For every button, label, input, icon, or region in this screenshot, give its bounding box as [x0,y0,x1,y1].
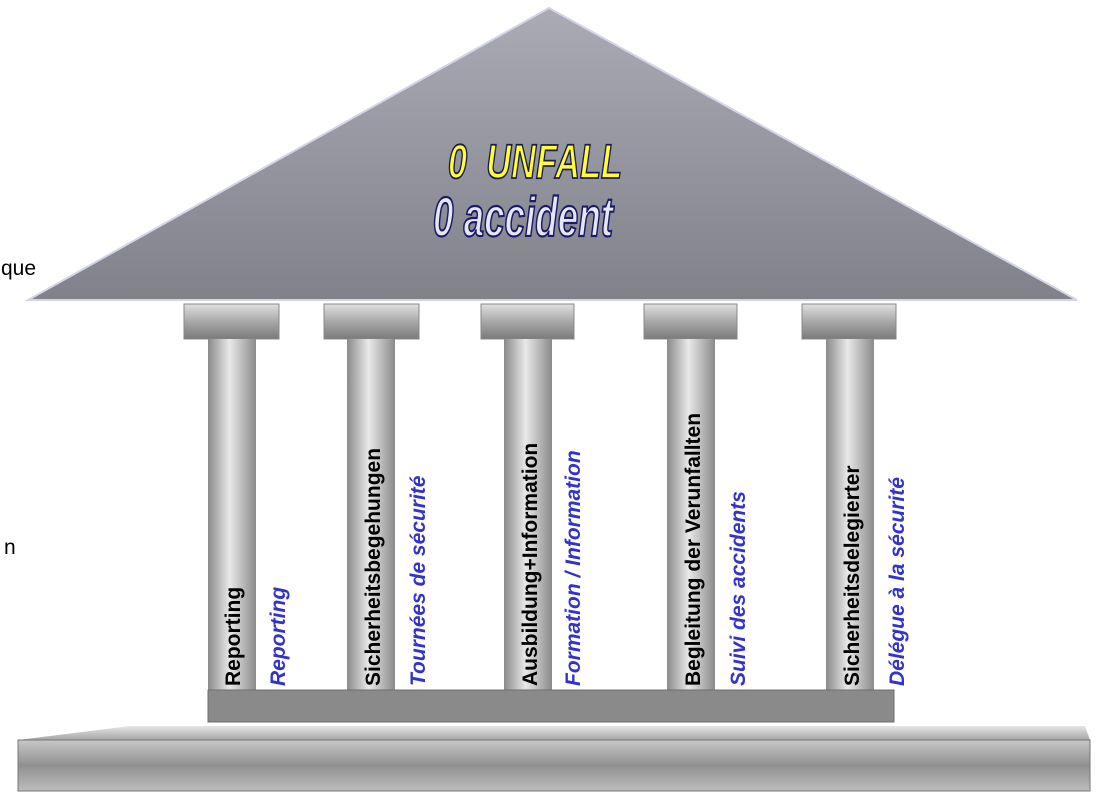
column-1-label-de: Reporting [222,587,245,686]
roof [24,6,1078,301]
column-3-label-fr: Formation / Information [562,450,585,686]
capital-4 [643,303,738,340]
column-5-label-de: Sicherheitsdelegierter [841,465,864,686]
column-5 [826,339,874,690]
foundation-top [18,726,1090,740]
column-5-label-fr: Délégue à la sécurité [886,477,909,686]
column-2-label-de: Sicherheitsbegehungen [362,448,385,686]
roof-title-de: 0 UNFALL [448,134,622,188]
base-slab [207,689,895,723]
column-3 [504,339,552,690]
edge-fragment-upper: que [1,257,37,280]
column-4 [667,339,715,690]
column-3-label-de: Ausbildung+Information [519,443,542,686]
column-1-label-fr: Reporting [267,587,290,686]
foundation [17,739,1091,792]
capital-3 [480,303,575,340]
capital-2 [323,303,420,340]
capital-1 [183,303,280,340]
roof-title-fr: 0 accident [433,187,615,248]
column-4-label-de: Begleitung der Verunfallten [682,413,705,686]
column-2 [347,339,395,690]
edge-fragment-lower: n [4,536,16,559]
column-1 [208,339,256,690]
column-2-label-fr: Tournées de sécurité [407,475,430,686]
capital-5 [801,303,897,340]
column-4-label-fr: Suivi des accidents [727,491,750,686]
